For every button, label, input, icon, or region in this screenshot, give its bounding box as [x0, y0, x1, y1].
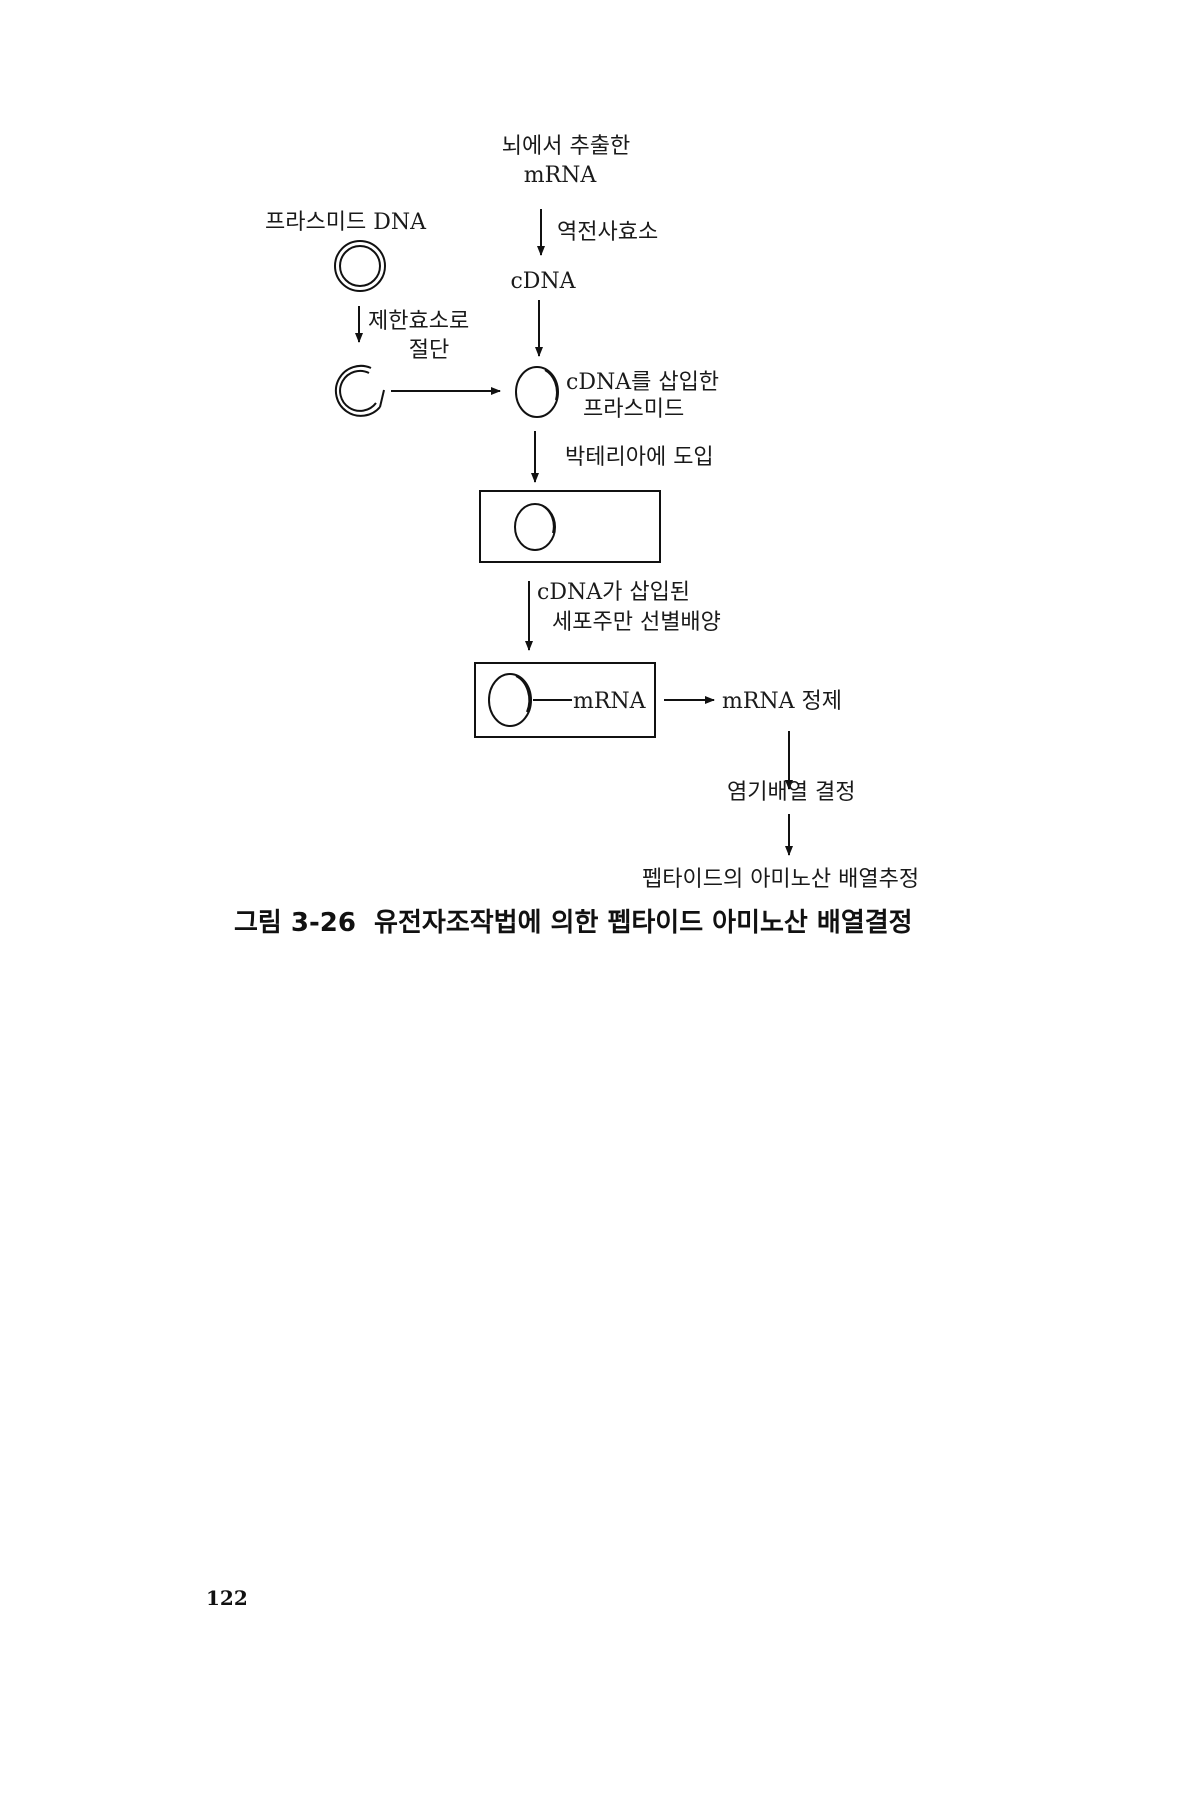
- plasmid-circle-icon: [334, 240, 386, 292]
- bacterium-box: [479, 490, 661, 563]
- cell-plasmid-icon: [488, 673, 532, 727]
- selected-cell-box: [474, 662, 656, 738]
- selection-label-1: cDNA가 삽입된: [537, 580, 690, 605]
- sequencing-label: 염기배열 결정: [727, 780, 855, 805]
- peptide-estimate-label: 펩타이드의 아미노산 배열추정: [642, 867, 919, 892]
- inserted-plasmid-label-1: cDNA를 삽입한: [566, 370, 719, 395]
- cell-mrna-label: mRNA: [573, 689, 647, 714]
- restriction-label-2: 절단: [409, 338, 449, 363]
- inserted-plasmid-label-2: 프라스미드: [583, 397, 684, 422]
- cdna-label: cDNA: [510, 269, 576, 294]
- page-number: 122: [206, 1586, 248, 1610]
- restriction-label-1: 제한효소로: [368, 309, 469, 334]
- cut-plasmid-icon: [334, 364, 385, 417]
- mrna-source-label: 뇌에서 추출한: [502, 134, 630, 159]
- recombinant-plasmid-icon: [515, 366, 559, 418]
- bacterium-plasmid-icon: [514, 503, 556, 551]
- bacteria-intro-label: 박테리아에 도입: [565, 445, 714, 470]
- selection-label-2: 세포주만 선별배양: [552, 610, 721, 635]
- reverse-transcriptase-label: 역전사효소: [557, 220, 658, 245]
- mrna-label: mRNA: [524, 163, 598, 188]
- figure-caption: 그림 3-26 유전자조작법에 의한 펩타이드 아미노산 배열결정: [234, 908, 913, 938]
- plasmid-dna-label: 프라스미드 DNA: [265, 210, 427, 235]
- mrna-purify-label: mRNA 정제: [722, 689, 842, 714]
